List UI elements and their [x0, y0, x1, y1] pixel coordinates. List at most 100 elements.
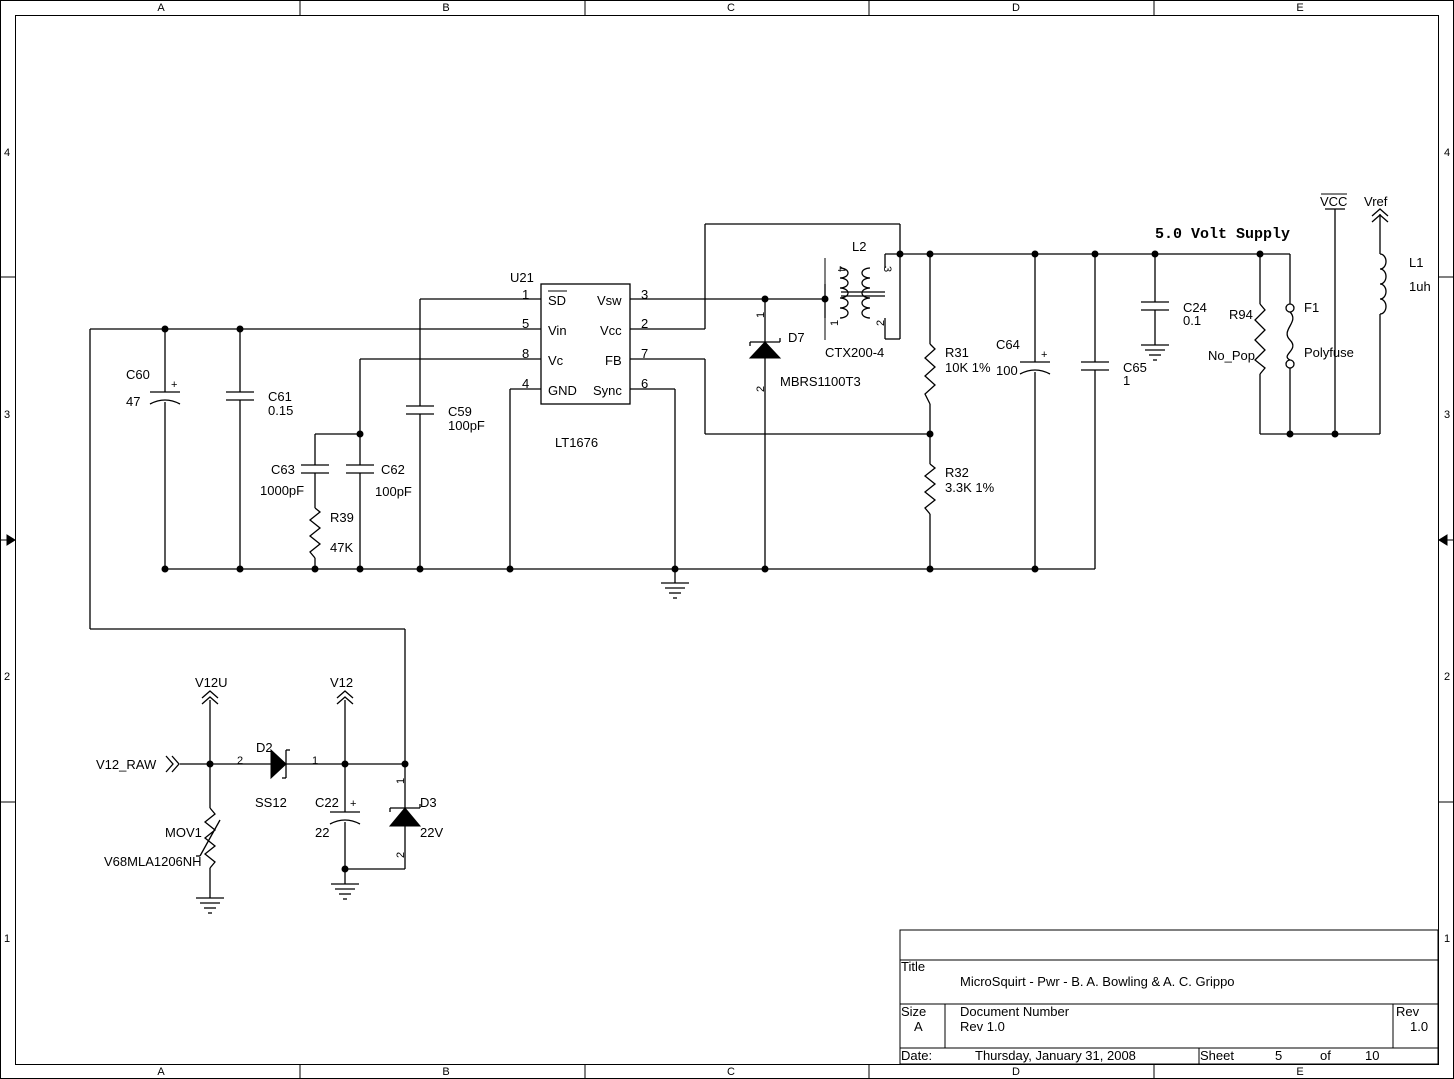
ic-part: LT1676 [555, 435, 598, 450]
fuse-f1: F1 Polyfuse [1285, 300, 1354, 369]
input-wires [180, 700, 406, 898]
row-label-3-right: 3 [1444, 409, 1450, 421]
ic-pin-vin: Vin [548, 323, 567, 338]
col-label-e-bottom: E [1296, 1066, 1303, 1078]
net-port-vcc: VCC [1320, 193, 1347, 209]
row-label-4-right: 4 [1444, 147, 1450, 159]
of-label: of [1320, 1048, 1331, 1063]
row-label-1: 1 [4, 933, 10, 945]
row-labels-left: 4 3 2 1 [4, 147, 10, 945]
ic-pin-num-vcc: 2 [641, 316, 648, 331]
d2-ref: D2 [256, 740, 273, 755]
c22-ref: C22 [315, 795, 339, 810]
c65-ref: C65 [1123, 360, 1147, 375]
col-label-d: D [1012, 2, 1020, 14]
c63-ref: C63 [271, 462, 295, 477]
ground-icon [331, 883, 359, 900]
d7-ref: D7 [788, 330, 805, 345]
net-vcc-label: VCC [1320, 194, 1347, 209]
wires [89, 208, 1381, 764]
col-label-e: E [1296, 2, 1303, 14]
row-label-2-right: 2 [1444, 671, 1450, 683]
c61-ref: C61 [268, 389, 292, 404]
c62-value: 100pF [375, 484, 412, 499]
r31-value: 10K 1% [945, 360, 991, 375]
d2-pin-2: 2 [237, 755, 243, 767]
ground-icon [1141, 344, 1169, 361]
size-value: A [914, 1019, 923, 1034]
col-label-c: C [727, 2, 735, 14]
d2-value: SS12 [255, 795, 287, 810]
ic-pin-sd: SD [548, 293, 566, 308]
transformer-l2: L2 CTX200-4 4 1 3 2 [824, 239, 893, 360]
ic-pin-vc: Vc [548, 353, 564, 368]
c59-ref: C59 [448, 404, 472, 419]
rev-value: 1.0 [1410, 1019, 1428, 1034]
ic-pin-num-fb: 7 [641, 346, 648, 361]
row-label-2: 2 [4, 671, 10, 683]
ic-pin-num-vc: 8 [522, 346, 529, 361]
row-label-3: 3 [4, 409, 10, 421]
capacitor-c24: C24 0.1 [1141, 300, 1207, 328]
document-number-label: Document Number [960, 1004, 1070, 1019]
diode-d3: D3 22V 1 2 [388, 778, 443, 858]
l2-pin-4: 4 [835, 266, 847, 272]
sheet-number: 5 [1275, 1048, 1282, 1063]
varistor-mov1: MOV1 V68MLA1206NH [104, 807, 221, 869]
resistor-r32: R32 3.3K 1% [923, 463, 995, 515]
polarity-mark: + [350, 798, 356, 810]
f1-ref: F1 [1304, 300, 1319, 315]
ic-pin-gnd: GND [548, 383, 577, 398]
capacitor-c63: C63 1000pF [260, 462, 329, 498]
supply-heading: 5.0 Volt Supply [1155, 226, 1290, 243]
row-label-4: 4 [4, 147, 10, 159]
capacitor-c64: + C64 100 [996, 337, 1051, 378]
ic-u21: U21 LT1676 1 SD 5 Vin 8 Vc 4 GND 3 Vsw 2… [510, 270, 648, 450]
ic-pin-num-gnd: 4 [522, 376, 529, 391]
document-title: MicroSquirt - Pwr - B. A. Bowling & A. C… [960, 974, 1235, 989]
mov1-value: V68MLA1206NH [104, 854, 202, 869]
r31-ref: R31 [945, 345, 969, 360]
ic-pin-fb: FB [605, 353, 622, 368]
r32-value: 3.3K 1% [945, 480, 995, 495]
capacitor-c59: C59 100pF [406, 404, 485, 433]
title-label: Title [901, 959, 925, 974]
document-number: Rev 1.0 [960, 1019, 1005, 1034]
resistor-r31: R31 10K 1% [924, 343, 991, 405]
r32-ref: R32 [945, 465, 969, 480]
diode-d2: D2 SS12 2 1 [237, 740, 318, 810]
c59-value: 100pF [448, 418, 485, 433]
r94-ref: R94 [1229, 307, 1253, 322]
r39-value: 47K [330, 540, 353, 555]
ic-pin-num-vin: 5 [522, 316, 529, 331]
date-label: Date: [901, 1048, 932, 1063]
col-label-b-bottom: B [442, 1066, 449, 1078]
rev-label: Rev [1396, 1004, 1420, 1019]
l2-pin-1: 1 [829, 320, 841, 326]
net-v12-label: V12 [330, 675, 353, 690]
c64-ref: C64 [996, 337, 1020, 352]
d3-ref: D3 [420, 795, 437, 810]
d7-pin-1: 1 [755, 312, 767, 318]
net-port-v12-raw: V12_RAW [96, 755, 180, 773]
net-v12-raw-label: V12_RAW [96, 757, 157, 772]
ic-pin-num-sync: 6 [641, 376, 648, 391]
sheet-label: Sheet [1200, 1048, 1234, 1063]
ic-pin-vsw: Vsw [597, 293, 622, 308]
mov1-ref: MOV1 [165, 825, 202, 840]
resistor-r94: R94 No_Pop [1208, 303, 1266, 375]
capacitor-c61: C61 0.15 [226, 389, 293, 418]
net-port-v12u: V12U [195, 675, 228, 705]
column-labels-bottom: A B C D E [157, 1066, 1303, 1078]
l1-value: 1uh [1409, 279, 1431, 294]
ground-icon [196, 897, 224, 914]
title-block: Title MicroSquirt - Pwr - B. A. Bowling … [899, 929, 1439, 1065]
c60-ref: C60 [126, 367, 150, 382]
l2-pin-2: 2 [875, 320, 887, 326]
c61-value: 0.15 [268, 403, 293, 418]
row-label-1-right: 1 [1444, 933, 1450, 945]
r94-value: No_Pop [1208, 348, 1255, 363]
col-label-c-bottom: C [727, 1066, 735, 1078]
